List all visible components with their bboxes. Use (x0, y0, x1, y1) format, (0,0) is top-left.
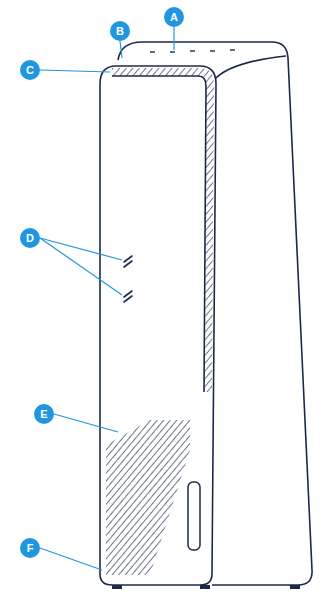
callout-letter: A (164, 7, 184, 27)
vent-edge (112, 76, 206, 392)
callout-circles (20, 7, 184, 558)
control-lights (150, 50, 235, 52)
intake-grille (104, 418, 194, 578)
feet (112, 585, 300, 589)
top-edge (214, 56, 286, 80)
callout-letter: F (20, 538, 40, 558)
callout-letter: B (110, 21, 130, 41)
front-panel (100, 66, 216, 585)
callout-letter: E (34, 404, 54, 424)
callout-letter: D (20, 228, 40, 248)
vent-strip (112, 68, 214, 392)
callout-letter: C (20, 60, 40, 80)
leader-lines (40, 27, 174, 570)
side-handle (188, 482, 200, 550)
sensor-slots (124, 256, 132, 302)
